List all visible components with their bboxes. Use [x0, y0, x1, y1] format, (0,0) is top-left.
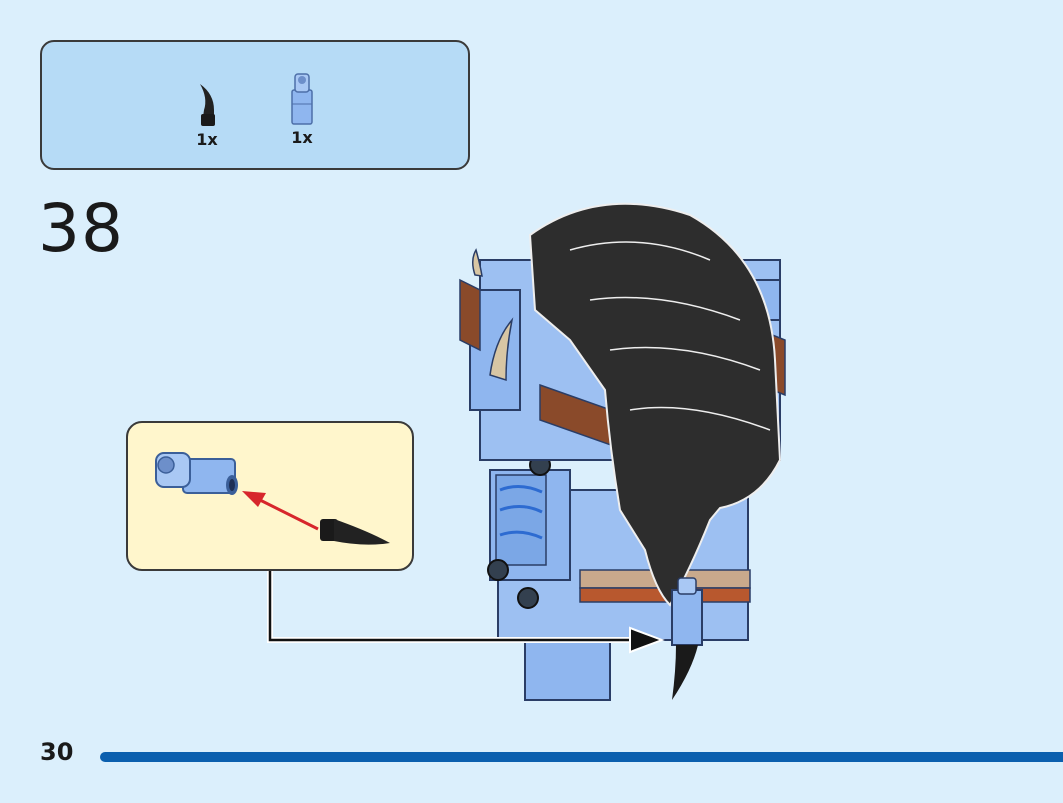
parts-list-box: 1x 1x — [40, 40, 470, 170]
page-number: 30 — [40, 738, 74, 766]
progress-bar — [100, 752, 1063, 762]
red-assembly-arrow — [242, 491, 319, 531]
part-quantity: 1x — [196, 130, 218, 149]
part-item-tail-tip: 1x — [177, 80, 237, 149]
sub-assembly-illustration — [155, 452, 390, 545]
part-quantity: 1x — [291, 128, 313, 147]
part-item-clip-connector: 1x — [272, 70, 332, 147]
black-tail-tip-icon — [320, 519, 390, 545]
brickheadz-model-illustration — [459, 202, 786, 701]
step-number: 38 — [38, 190, 124, 267]
blue-clip-connector-icon — [291, 73, 313, 125]
black-tail-tip-icon — [200, 84, 215, 126]
sub-assembly-callout — [126, 421, 414, 571]
blue-clip-connector-icon — [155, 452, 238, 495]
